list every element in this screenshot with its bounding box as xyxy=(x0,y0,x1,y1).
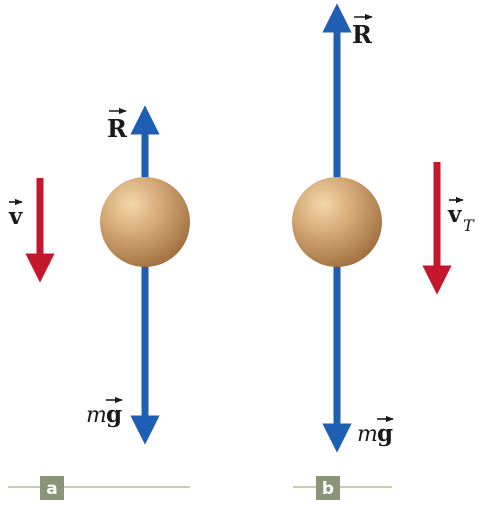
panel-b: R v T m g b xyxy=(292,3,475,500)
resistance-label-a: R xyxy=(107,107,128,143)
svg-text:a: a xyxy=(46,479,57,499)
svg-text:v: v xyxy=(447,201,462,228)
svg-text:m: m xyxy=(86,403,107,428)
velocity-label-a: v xyxy=(8,198,23,230)
svg-text:R: R xyxy=(107,114,128,143)
svg-text:b: b xyxy=(322,479,334,499)
svg-text:m: m xyxy=(357,422,378,447)
svg-text:g: g xyxy=(106,401,122,428)
ball-b xyxy=(292,177,382,267)
ball-a xyxy=(100,177,190,267)
panel-tag-a: a xyxy=(8,476,190,500)
resistance-label-b: R xyxy=(352,13,373,49)
svg-text:g: g xyxy=(377,420,393,447)
weight-label-b: m g xyxy=(357,415,394,447)
svg-text:v: v xyxy=(8,203,23,230)
panel-tag-b: b xyxy=(293,476,392,500)
weight-label-a: m g xyxy=(86,396,123,428)
terminal-velocity-label-b: v T xyxy=(447,196,475,235)
svg-text:T: T xyxy=(463,216,475,235)
svg-text:R: R xyxy=(352,20,373,49)
panel-a: R v m g a xyxy=(8,105,190,500)
